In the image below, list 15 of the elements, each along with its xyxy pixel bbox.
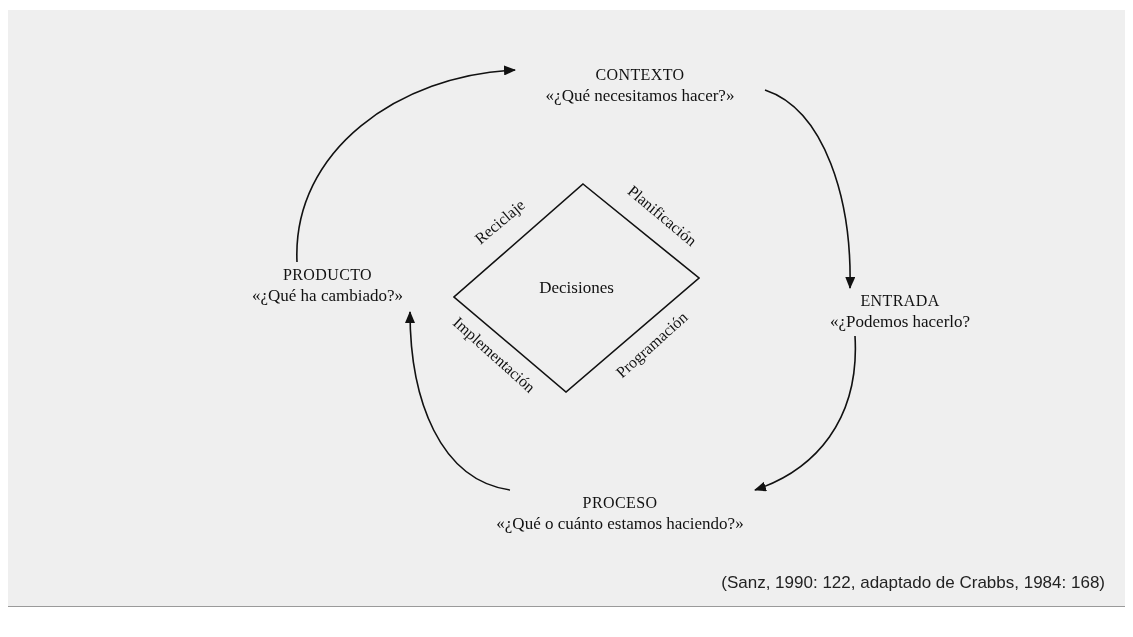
stage-question: «¿Qué ha cambiado?» [251, 285, 403, 307]
caption: (Sanz, 1990: 122, adaptado de Crabbs, 1984: 168) [721, 572, 1105, 594]
arrow [764, 89, 855, 289]
stage-question: «¿Podemos hacerlo? [829, 311, 971, 333]
stage-title: CONTEXTO [595, 65, 685, 86]
stage-title: ENTRADA [860, 291, 940, 312]
stage-question: «¿Qué necesitamos hacer?» [545, 85, 735, 107]
stage-title: PROCESO [582, 493, 658, 514]
arrow [754, 335, 857, 491]
stage-question: «¿Qué o cuánto estamos haciendo?» [496, 513, 744, 535]
stage-title: PRODUCTO [282, 265, 373, 286]
arrow [405, 311, 511, 491]
center-label: Decisiones [539, 277, 614, 299]
decision-diamond [453, 183, 700, 393]
arrow [296, 66, 516, 263]
